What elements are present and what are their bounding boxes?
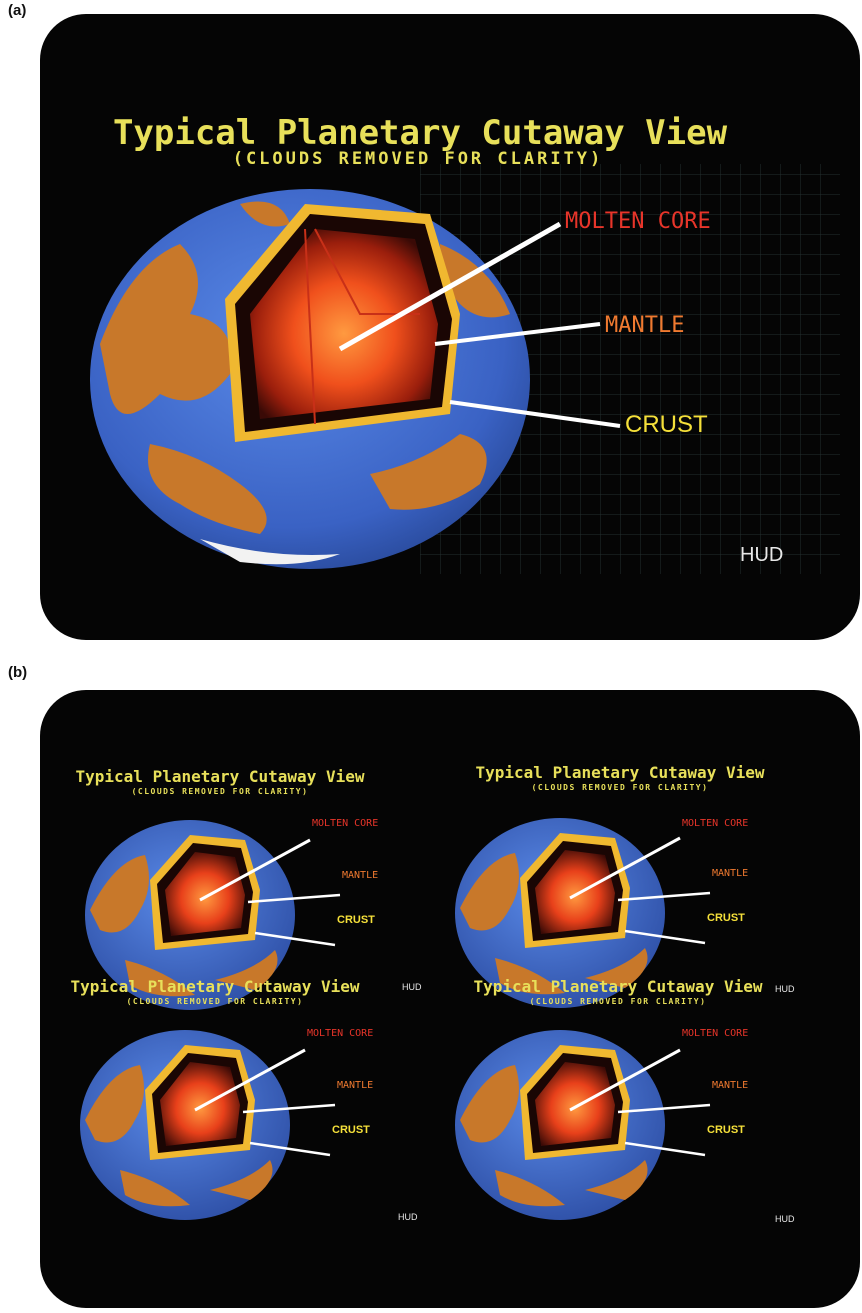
tile-mantle-label: MANTLE [712, 1080, 748, 1091]
tile-mantle-label: MANTLE [342, 870, 378, 881]
tile-bottom-left: Typical Planetary Cutaway View (CLOUDS R… [71, 977, 418, 1222]
crust-label: CRUST [625, 411, 708, 438]
tile-crust-label: CRUST [707, 912, 745, 924]
cutaway-section [225, 204, 460, 442]
tile-top-left: Typical Planetary Cutaway View (CLOUDS R… [76, 767, 422, 1012]
tile-crust-label: CRUST [707, 1124, 745, 1136]
tile-hud: HUD [775, 984, 795, 994]
tile-title: Typical Planetary Cutaway View [476, 763, 765, 782]
tile-subtitle: (CLOUDS REMOVED FOR CLARITY) [127, 997, 304, 1006]
tile-hud: HUD [398, 1212, 418, 1222]
tile-crust-label: CRUST [337, 914, 375, 926]
planet-view-a: Typical Planetary Cutaway View (CLOUDS R… [90, 113, 840, 574]
tile-hud: HUD [402, 982, 422, 992]
tile-title: Typical Planetary Cutaway View [474, 977, 763, 996]
planet-view-grid: Typical Planetary Cutaway View (CLOUDS R… [71, 763, 795, 1224]
tile-core-label: MOLTEN CORE [682, 818, 748, 829]
tile-subtitle: (CLOUDS REMOVED FOR CLARITY) [530, 997, 707, 1006]
mantle-label: MANTLE [605, 313, 684, 338]
view-subtitle: (CLOUDS REMOVED FOR CLARITY) [233, 149, 604, 169]
tile-subtitle: (CLOUDS REMOVED FOR CLARITY) [532, 783, 709, 792]
tile-mantle-label: MANTLE [337, 1080, 373, 1091]
tile-mantle-label: MANTLE [712, 868, 748, 879]
core-callout-line [338, 221, 562, 352]
mantle-callout-line [434, 322, 601, 346]
molten-core-label: MOLTEN CORE [565, 209, 711, 234]
view-title: Typical Planetary Cutaway View [113, 113, 728, 153]
panel-a-label: (a) [8, 2, 27, 19]
tile-title: Typical Planetary Cutaway View [71, 977, 360, 996]
tile-top-right: Typical Planetary Cutaway View (CLOUDS R… [453, 763, 795, 1010]
tile-subtitle: (CLOUDS REMOVED FOR CLARITY) [132, 787, 309, 796]
tile-core-label: MOLTEN CORE [682, 1028, 748, 1039]
hud-watermark: HUD [740, 544, 783, 566]
panel-b-label: (b) [8, 664, 28, 681]
screen-b: Typical Planetary Cutaway View (CLOUDS R… [40, 690, 860, 1308]
tile-hud: HUD [775, 1214, 795, 1224]
tile-core-label: MOLTEN CORE [312, 818, 378, 829]
tile-core-label: MOLTEN CORE [307, 1028, 373, 1039]
tile-crust-label: CRUST [332, 1124, 370, 1136]
screen-a: Typical Planetary Cutaway View (CLOUDS R… [40, 14, 860, 640]
tile-bottom-right: Typical Planetary Cutaway View (CLOUDS R… [453, 977, 795, 1224]
crust-callout-line [449, 400, 621, 428]
tile-title: Typical Planetary Cutaway View [76, 767, 365, 786]
